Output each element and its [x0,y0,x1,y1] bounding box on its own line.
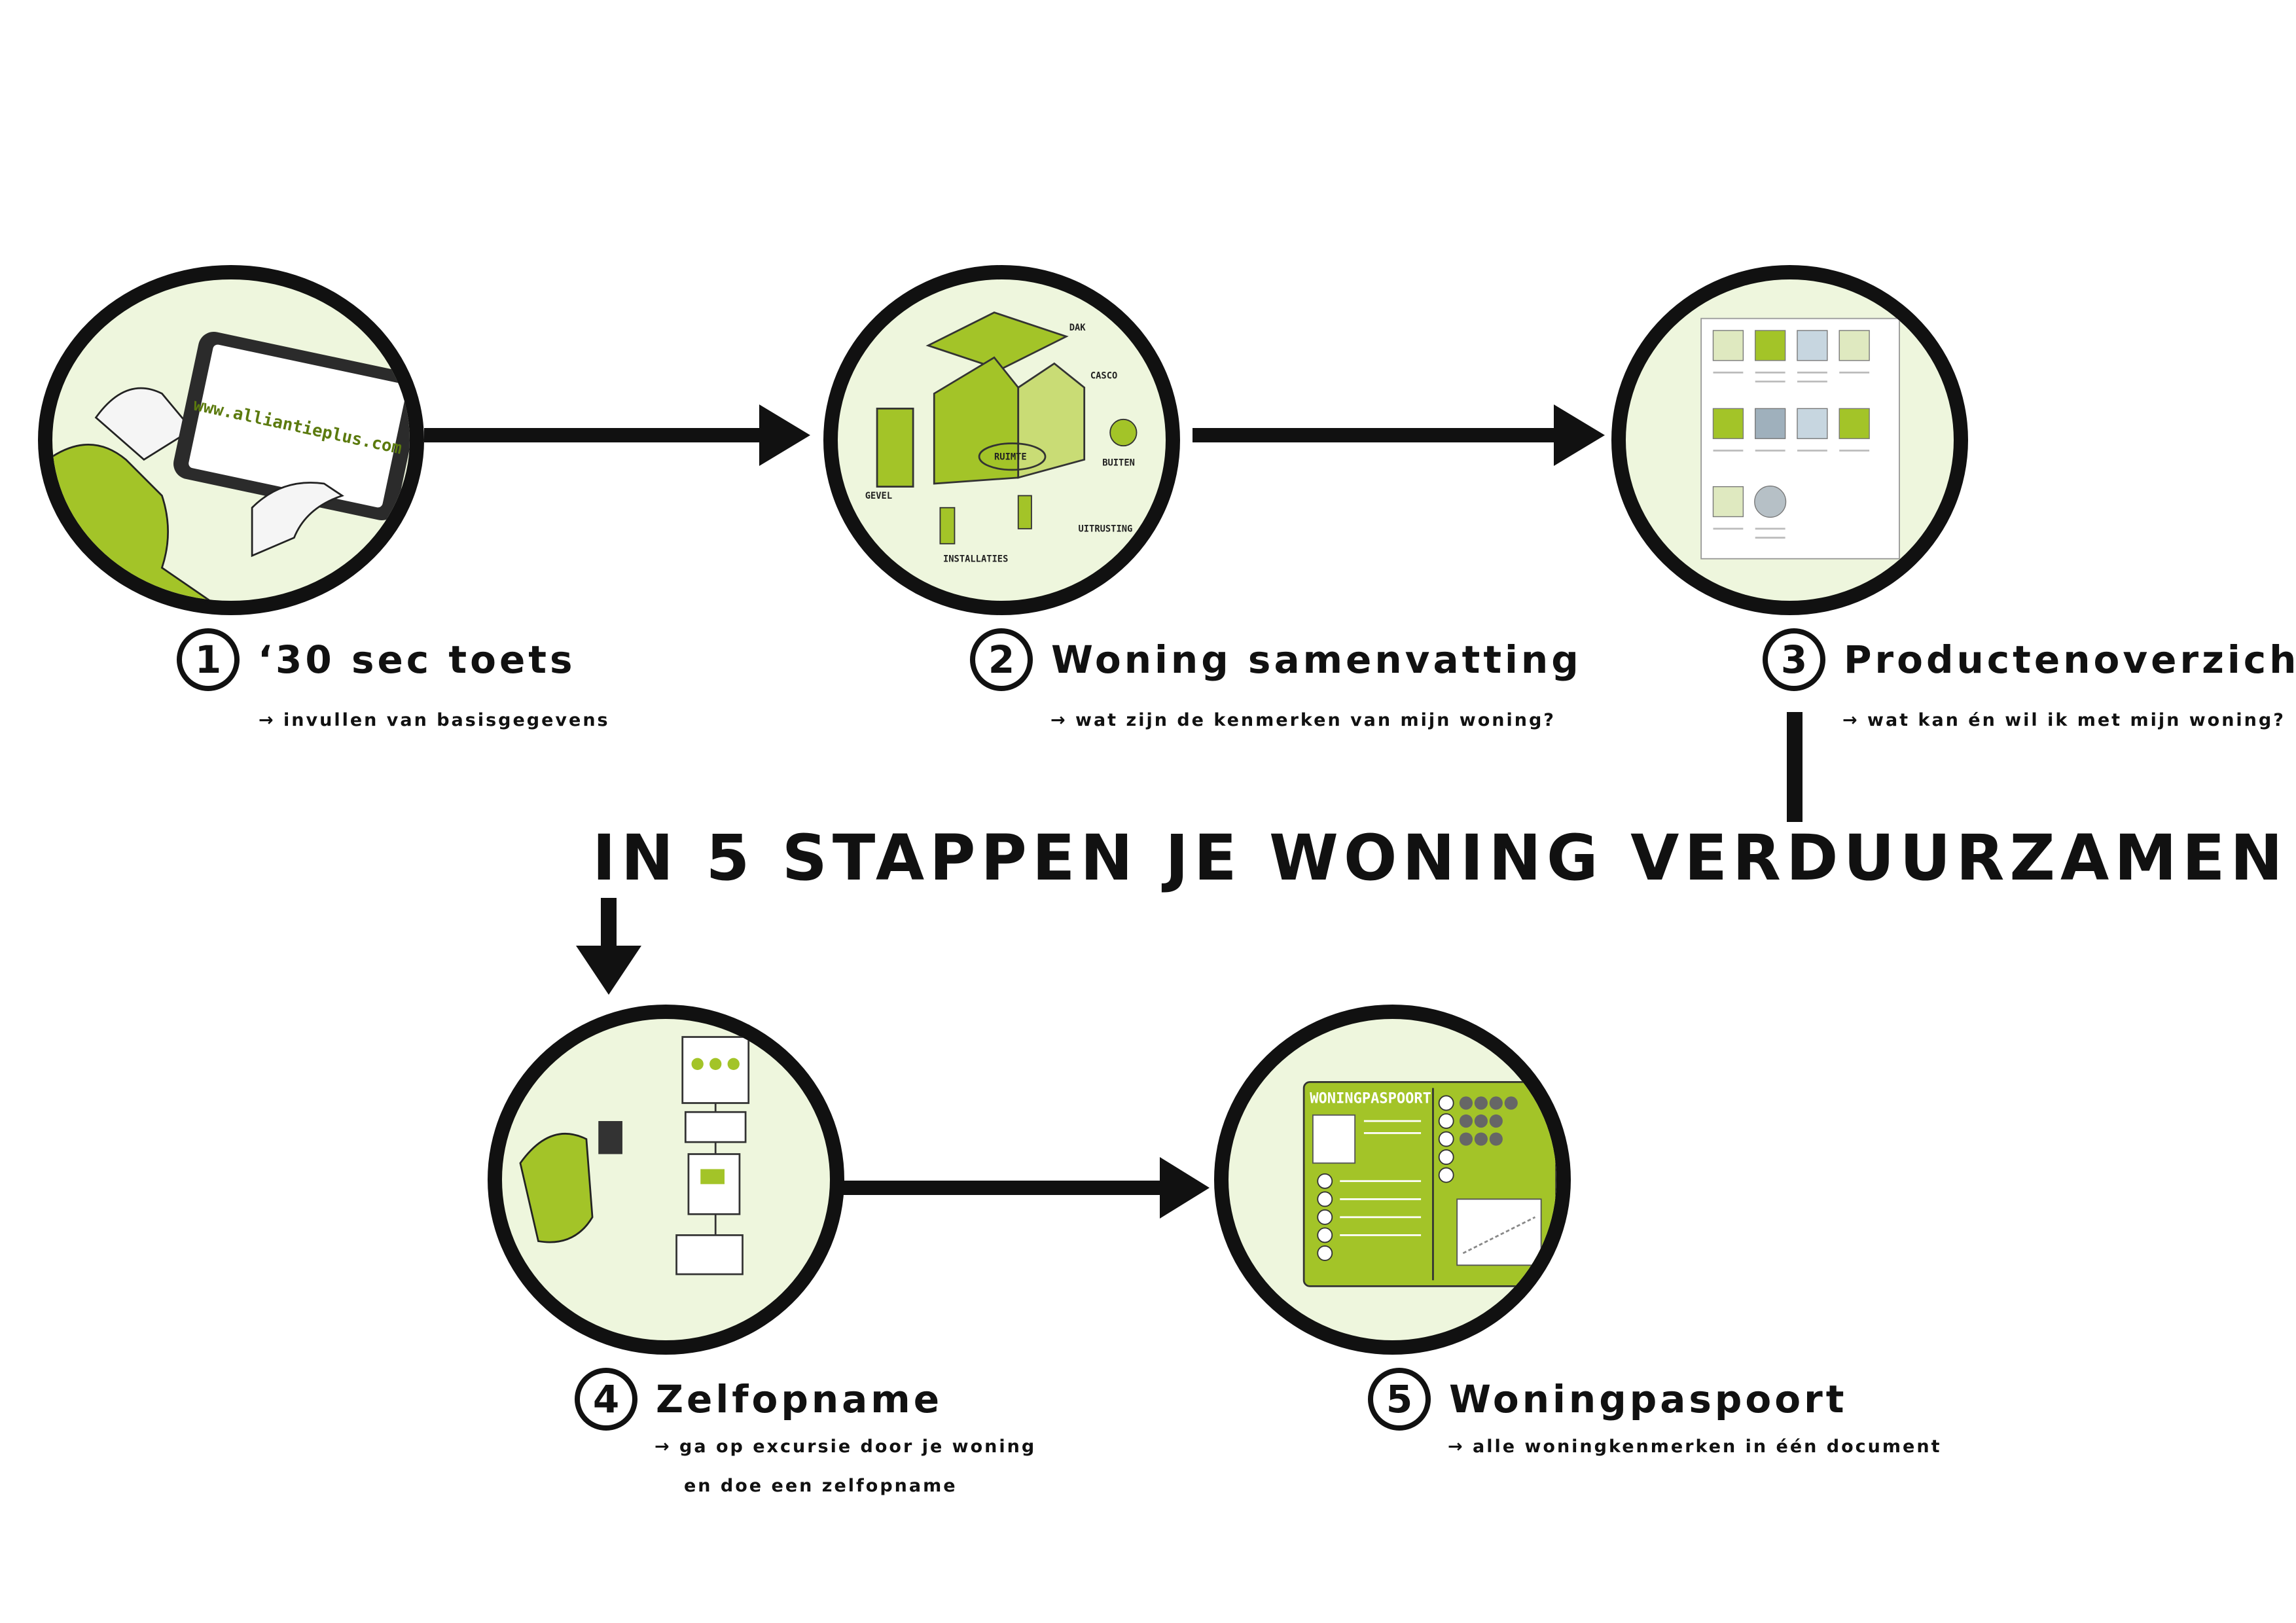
step-4-title: Zelfopname [656,1377,943,1421]
label-gevel: GEVEL [865,491,892,501]
step-3-label: 3 Productenoverzicht [1763,628,2296,691]
step-4-subtitle-line-2: en doe een zelfopname [684,1476,958,1496]
step-4-subtitle-line-1: → ga op excursie door je woning [655,1436,1037,1457]
step-1-label: 1 ‘30 sec toets [177,628,576,691]
main-title: IN 5 STAPPEN JE WONING VERDUURZAMEN [592,821,2288,895]
step-3-number: 3 [1763,628,1825,691]
step-2-subtitle: → wat zijn de kenmerken van mijn woning? [1050,710,1556,730]
label-buiten: BUITEN [1102,458,1135,469]
arrow-to-4 [576,898,641,995]
step-5-subtitle: → alle woningkenmerken in één document [1448,1436,1942,1457]
step-1-circle: www.alliantieplus.com [38,265,424,615]
step-3-title: Productenoverzicht [1844,637,2296,682]
passport-document-icon: WONINGPASPOORT [1302,1080,1556,1287]
step-2-number: 2 [970,628,1033,691]
arrow-4-to-5 [800,1157,1210,1219]
passport-title: WONINGPASPOORT [1310,1090,1431,1107]
label-casco: CASCO [1090,370,1117,381]
arrow-1-to-2 [424,404,810,466]
step-3-subtitle: → wat kan én wil ik met mijn woning? [1842,710,2286,730]
house-sketch-icon: DAK CASCO RUIMTE BUITEN GEVEL INSTALLATI… [865,311,1138,564]
step-1-number: 1 [177,628,240,691]
line-3-down [1787,712,1803,822]
step-5-circle: WONINGPASPOORT [1214,1005,1571,1355]
step-5-label: 5 Woningpaspoort [1368,1368,1847,1431]
step-2-circle: DAK CASCO RUIMTE BUITEN GEVEL INSTALLATI… [823,265,1180,615]
step-2-label: 2 Woning samenvatting [970,628,1582,691]
step-1-subtitle: → invullen van basisgegevens [259,710,610,730]
step-4-label: 4 Zelfopname [575,1368,942,1431]
step-4-circle [488,1005,844,1355]
product-sheet-icon [1700,317,1900,560]
arrow-2-to-3 [1193,404,1605,466]
step-5-title: Woningpaspoort [1449,1377,1848,1421]
label-uitrusting: UITRUSTING [1079,524,1133,534]
step-3-circle [1611,265,1968,615]
label-ruimte: RUIMTE [994,452,1027,462]
step-4-number: 4 [575,1368,637,1431]
tablet-hand-icon: www.alliantieplus.com [52,331,410,601]
step-5-number: 5 [1368,1368,1431,1431]
label-installaties: INSTALLATIES [943,554,1008,564]
label-dak: DAK [1069,323,1086,333]
step-1-title: ‘30 sec toets [258,637,576,682]
step-2-title: Woning samenvatting [1051,637,1582,682]
person-photographing-icon [519,1036,750,1275]
